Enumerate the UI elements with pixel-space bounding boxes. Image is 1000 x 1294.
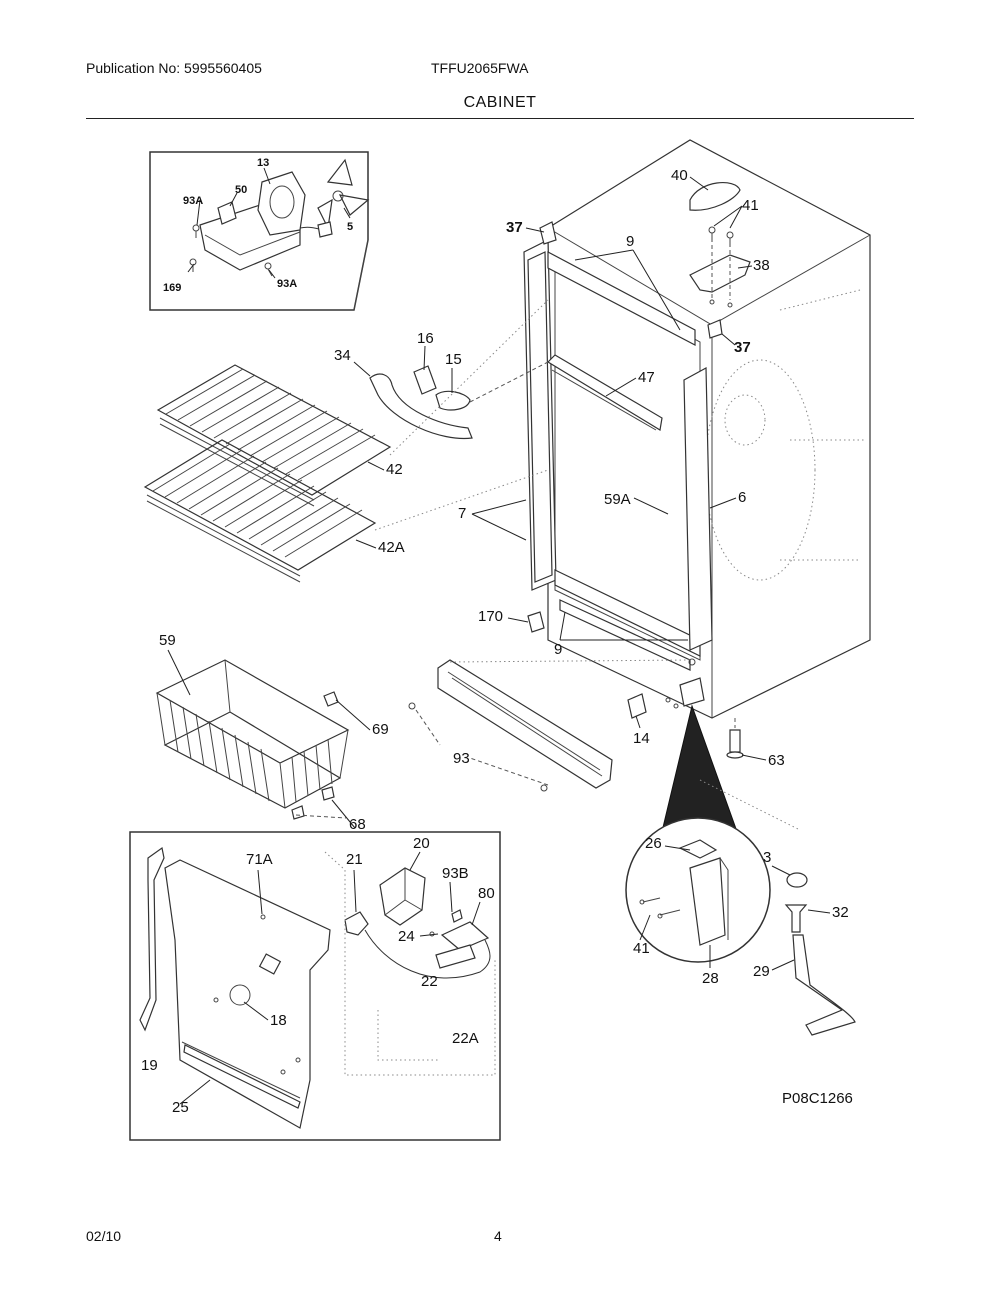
wire-shelves [143,299,549,583]
cabinet-body [547,139,871,719]
callout-7: 7 [458,505,466,522]
leg-and-tools [699,718,856,1036]
callout-21: 21 [346,851,363,868]
callout-93b: 93B [442,865,469,882]
callout-6: 6 [738,489,746,506]
section-title: CABINET [463,94,537,111]
callout-9-bot: 9 [554,641,562,658]
detail-callout-cone [625,704,771,963]
callout-24: 24 [398,928,415,945]
callout-50: 50 [235,184,247,196]
callout-9-top: 9 [626,233,634,250]
callout-169: 169 [163,282,181,294]
callout-38: 38 [753,257,770,274]
wire-basket [155,659,350,820]
inset-fan-motor [149,151,370,311]
callout-40: 40 [671,167,688,184]
toe-grille [408,659,691,792]
callout-59a: 59A [604,491,631,508]
footer-date: 02/10 [86,1228,122,1244]
callout-18: 18 [270,1012,287,1029]
publication-number: Publication No: 5995560405 [86,60,262,76]
model-number: TFFU2065FWA [431,60,529,76]
leader-lines [167,176,831,1105]
top-hinge-assembly [689,182,751,308]
callout-68: 68 [349,816,366,833]
callout-22a: 22A [452,1030,479,1047]
footer-page-number: 4 [494,1228,502,1244]
header-rule [86,118,914,119]
callout-93: 93 [453,750,470,767]
callout-69: 69 [372,721,389,738]
callout-63: 63 [768,752,785,769]
callout-41-bot: 41 [633,940,650,957]
callout-labels: 13 93A 50 5 169 93A 40 41 38 37 37 9 16 … [141,157,853,1116]
callout-42a: 42A [378,539,405,556]
callout-71a: 71A [246,851,273,868]
callout-37-a: 37 [506,219,523,236]
drawing-id: P08C1266 [782,1090,853,1107]
callout-3: 3 [763,849,771,866]
callout-41-top: 41 [742,197,759,214]
callout-26: 26 [645,835,662,852]
callout-80: 80 [478,885,495,902]
callout-29: 29 [753,963,770,980]
callout-20: 20 [413,835,430,852]
callout-13: 13 [257,157,269,169]
callout-47: 47 [638,369,655,386]
callout-28: 28 [702,970,719,987]
shelf-bar-47 [547,354,663,431]
callout-170: 170 [478,608,503,625]
inset-back-panel [129,831,501,1141]
callout-34: 34 [334,347,351,364]
callout-37-b: 37 [734,339,751,356]
door-trim-parts [523,221,723,671]
handle-switch-bulb [369,361,549,440]
callout-59: 59 [159,632,176,649]
lower-small-parts [527,611,705,719]
callout-22: 22 [421,973,438,990]
callout-14: 14 [633,730,650,747]
callout-93a-b: 93A [277,278,297,290]
callout-15: 15 [445,351,462,368]
callout-32: 32 [832,904,849,921]
callout-5: 5 [347,221,353,233]
callout-19: 19 [141,1057,158,1074]
callout-16: 16 [417,330,434,347]
callout-42: 42 [386,461,403,478]
callout-25: 25 [172,1099,189,1116]
callout-93a: 93A [183,195,203,207]
